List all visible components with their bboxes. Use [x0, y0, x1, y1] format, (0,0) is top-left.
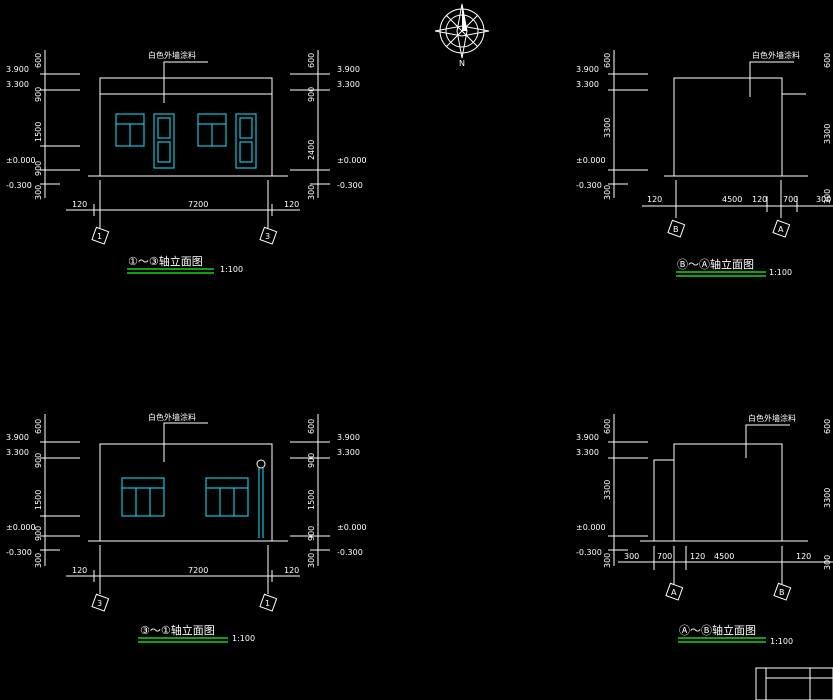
dim-left-1: 600 [603, 53, 612, 68]
elevation-title: Ⓑ～Ⓐ轴立面图 [677, 257, 754, 271]
dim-bottom-1: 120 [647, 195, 662, 204]
elevation-title: Ⓐ～Ⓑ轴立面图 [679, 623, 756, 637]
level-left-3: ±0.000 [6, 156, 36, 165]
axis-bubble-left: 3 [97, 599, 102, 608]
elevation-scale: 1:100 [770, 637, 793, 646]
dim-left-4: 900 [34, 526, 43, 541]
axis-bubble-left: 1 [97, 232, 102, 241]
dim-left-2: 3300 [603, 480, 612, 500]
dim-left-5: 300 [34, 553, 43, 568]
dim-bottom-3: 120 [284, 566, 299, 575]
dim-bottom-4: 4500 [714, 552, 734, 561]
level-right-4: -0.300 [337, 181, 363, 190]
dim-right-4: 300 [307, 185, 316, 200]
axis-bubble-left: A [671, 588, 677, 597]
level-left-2: 3.300 [6, 448, 29, 457]
dim-right-1: 600 [823, 53, 832, 68]
level-left-4: -0.300 [576, 548, 602, 557]
dim-bottom-1: 120 [72, 566, 87, 575]
dim-right-2: 3300 [823, 124, 832, 144]
axis-bubble-left: B [673, 225, 679, 234]
level-left-1: 3.900 [6, 433, 29, 442]
elevation-b-to-a [608, 50, 833, 277]
level-left-3: ±0.000 [576, 156, 606, 165]
level-left-1: 3.900 [576, 433, 599, 442]
title-block [755, 667, 833, 700]
dim-bottom-5: 300 [816, 195, 831, 204]
axis-bubble-right: 3 [265, 232, 270, 241]
dim-left-3: 1500 [34, 490, 43, 510]
dim-bottom-2: 4500 [722, 195, 742, 204]
level-left-4: -0.300 [6, 181, 32, 190]
elevation-a-to-b [608, 414, 833, 643]
dim-bottom-2: 700 [657, 552, 672, 561]
dim-bottom-2: 7200 [188, 200, 208, 209]
dim-right-4: 900 [307, 526, 316, 541]
dim-bottom-4: 700 [783, 195, 798, 204]
level-right-1: 3.900 [337, 433, 360, 442]
dim-bottom-5: 120 [796, 552, 811, 561]
wall-note-4: 白色外墙涂料 [748, 413, 796, 423]
dim-left-3: 300 [603, 185, 612, 200]
dim-right-3: 2400 [307, 140, 316, 160]
level-left-2: 3.300 [6, 80, 29, 89]
dim-bottom-3: 120 [752, 195, 767, 204]
dim-bottom-1: 300 [624, 552, 639, 561]
level-left-4: -0.300 [6, 548, 32, 557]
elevation-title: ③～①轴立面图 [140, 623, 215, 637]
dim-left-3: 300 [603, 553, 612, 568]
elevation-scale: 1:100 [769, 268, 792, 277]
level-right-3: ±0.000 [337, 156, 367, 165]
dim-right-1: 600 [823, 419, 832, 434]
level-right-4: -0.300 [337, 548, 363, 557]
dim-bottom-3: 120 [284, 200, 299, 209]
dim-right-3: 1500 [307, 490, 316, 510]
dim-bottom-2: 7200 [188, 566, 208, 575]
level-left-1: 3.900 [6, 65, 29, 74]
dim-left-2: 900 [34, 87, 43, 102]
level-left-2: 3.300 [576, 448, 599, 457]
dim-left-1: 600 [603, 419, 612, 434]
dim-left-3: 1500 [34, 122, 43, 142]
north-label: N [459, 59, 465, 68]
axis-bubble-right: A [778, 225, 784, 234]
dim-right-3: 300 [823, 189, 832, 204]
level-right-3: ±0.000 [337, 523, 367, 532]
dim-left-4: 900 [34, 161, 43, 176]
elevation-3-to-1 [40, 414, 330, 643]
dim-right-3: 300 [823, 555, 832, 570]
level-right-1: 3.900 [337, 65, 360, 74]
elevation-1-to-3 [40, 50, 330, 274]
wall-note-1: 白色外墙涂料 [148, 50, 196, 60]
compass-rose-icon [434, 3, 490, 59]
dim-left-5: 300 [34, 185, 43, 200]
axis-bubble-right: B [779, 588, 785, 597]
dim-left-1: 600 [34, 53, 43, 68]
dim-bottom-1: 120 [72, 200, 87, 209]
level-left-3: ±0.000 [576, 523, 606, 532]
elevation-scale: 1:100 [220, 265, 243, 274]
elevation-title: ①～③轴立面图 [128, 254, 203, 268]
wall-note-2: 白色外墙涂料 [148, 412, 196, 422]
level-left-3: ±0.000 [6, 523, 36, 532]
level-left-4: -0.300 [576, 181, 602, 190]
axis-bubble-right: 1 [265, 599, 270, 608]
dim-left-2: 900 [34, 453, 43, 468]
dim-left-1: 600 [34, 419, 43, 434]
dim-right-1: 600 [307, 419, 316, 434]
dim-right-2: 900 [307, 87, 316, 102]
dim-right-5: 300 [307, 553, 316, 568]
dim-right-1: 600 [307, 53, 316, 68]
dim-right-2: 3300 [823, 488, 832, 508]
level-left-1: 3.900 [576, 65, 599, 74]
dim-right-2: 900 [307, 453, 316, 468]
dim-left-2: 3300 [603, 118, 612, 138]
dim-bottom-3: 120 [690, 552, 705, 561]
level-right-2: 3.300 [337, 80, 360, 89]
level-right-2: 3.300 [337, 448, 360, 457]
level-left-2: 3.300 [576, 80, 599, 89]
elevation-scale: 1:100 [232, 634, 255, 643]
wall-note-3: 白色外墙涂料 [752, 50, 800, 60]
